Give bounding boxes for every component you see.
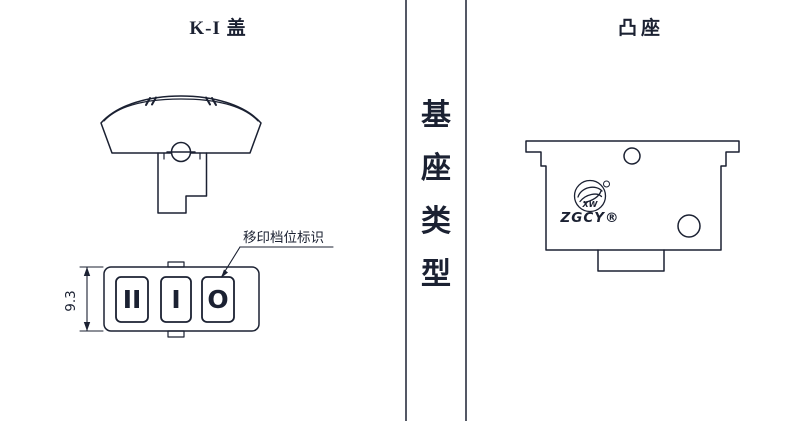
logo-emblem-swirl bbox=[577, 186, 603, 198]
logo-reg-mark bbox=[603, 180, 610, 188]
grip-mark bbox=[211, 97, 217, 106]
top-tab bbox=[167, 261, 185, 268]
switch-label-o: O bbox=[207, 285, 228, 314]
grip-mark bbox=[151, 96, 157, 106]
divider-char-2: 座 bbox=[421, 152, 451, 185]
divider-char-1: 基 bbox=[421, 99, 451, 132]
dimension-arrow-bottom bbox=[83, 322, 91, 331]
annotation-label: 移印档位标识 bbox=[243, 230, 324, 246]
logo-emblem-swirl bbox=[579, 193, 603, 203]
divider-char-4: 型 bbox=[421, 258, 451, 291]
grip-mark bbox=[145, 97, 151, 106]
cover-side-view bbox=[100, 95, 262, 214]
switch-button-ii bbox=[115, 276, 149, 323]
right-panel-title: 凸座 bbox=[617, 18, 664, 39]
divider-char-3: 类 bbox=[421, 205, 451, 238]
logo-emblem-text: XW bbox=[582, 200, 599, 209]
logo-brand-text: ZGCY® bbox=[559, 210, 619, 226]
dimension-arrow-top bbox=[83, 267, 91, 276]
logo-emblem-circle bbox=[573, 179, 607, 213]
mounting-hole-top bbox=[623, 147, 641, 165]
base-outline bbox=[525, 140, 740, 251]
left-panel-title: K-I 盖 bbox=[189, 18, 247, 39]
dimension-label: 9.3 bbox=[63, 290, 79, 311]
cover-stem-outline bbox=[157, 152, 208, 214]
switch-label-i: I bbox=[171, 285, 180, 314]
cover-cap-outline bbox=[100, 95, 262, 154]
side-hole bbox=[677, 214, 701, 238]
logo-emblem bbox=[573, 179, 610, 213]
base-front-view bbox=[525, 140, 740, 272]
dimension-lines bbox=[79, 266, 104, 332]
divider-vertical-label: 基 座 类 型 bbox=[406, 101, 466, 290]
bottom-boss bbox=[597, 249, 665, 272]
switch-label-ii: II bbox=[123, 285, 142, 314]
grip-mark bbox=[205, 96, 211, 106]
bottom-tab bbox=[167, 330, 185, 338]
annotation-leader bbox=[221, 246, 334, 278]
logo-emblem-swirl bbox=[583, 190, 602, 204]
annotation-arrow bbox=[221, 269, 228, 278]
switch-button-i bbox=[160, 276, 192, 323]
cover-cap-inner-arc bbox=[103, 98, 259, 122]
cover-bottom-view bbox=[103, 261, 260, 338]
switch-button-o bbox=[201, 276, 235, 323]
